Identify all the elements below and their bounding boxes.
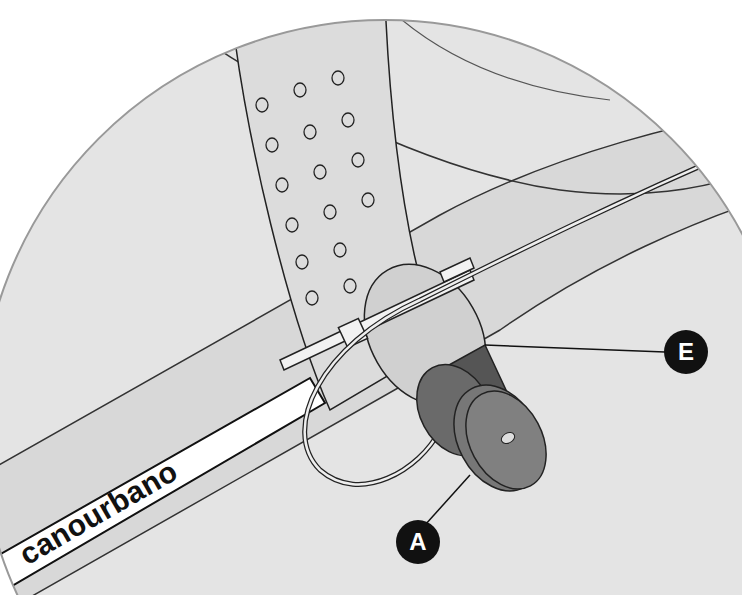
cable-tie <box>280 258 474 370</box>
frame-stripe <box>0 378 325 590</box>
callout-disc <box>664 330 708 374</box>
callout-letter: A <box>396 520 440 564</box>
callout-letter: E <box>664 330 708 374</box>
bumper-part <box>402 345 563 506</box>
callout-disc <box>396 520 440 564</box>
